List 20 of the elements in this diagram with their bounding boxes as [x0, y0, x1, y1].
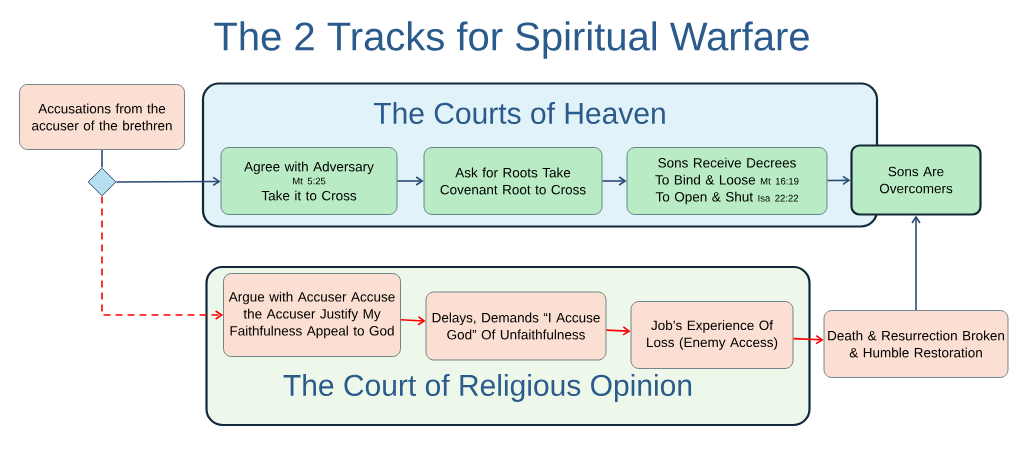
- process-box: Job’s Experience Of Loss (Enemy Access): [630, 301, 794, 369]
- process-box: Agree with Adversary Mt 5:25 Take it to Cross: [220, 147, 398, 215]
- process-box: Ask for Roots Take Covenant Root to Cross: [423, 147, 603, 215]
- arrow: [605, 326, 631, 336]
- arrow: [826, 175, 851, 186]
- title: The 2 Tracks for Spiritual Warfare: [214, 21, 809, 59]
- decision-diamond: [87, 167, 117, 197]
- arrow: [115, 176, 221, 187]
- process-box: Accusations from the accuser of the brethren: [19, 84, 185, 150]
- process-box: Delays, Demands “I Accuse God” Of Unfaithfulness: [425, 291, 607, 361]
- arrow: [101, 195, 224, 320]
- arrow: [400, 315, 426, 326]
- arrow: [601, 176, 627, 186]
- arrow: [911, 215, 921, 311]
- process-box: Sons Are Overcomers: [850, 144, 982, 216]
- process-box: Argue with Accuser Accuse the Accuser Justify My Faithfulness Appeal to God: [223, 273, 401, 357]
- arrow: [396, 176, 424, 186]
- process-box: Sons Receive Decrees To Bind & Loose Mt 16:19 To Open & Shut Isa 22:22: [626, 147, 828, 215]
- arrow: [792, 334, 824, 345]
- process-box: Death & Resurrection Broken & Humble Restoration: [823, 310, 1009, 378]
